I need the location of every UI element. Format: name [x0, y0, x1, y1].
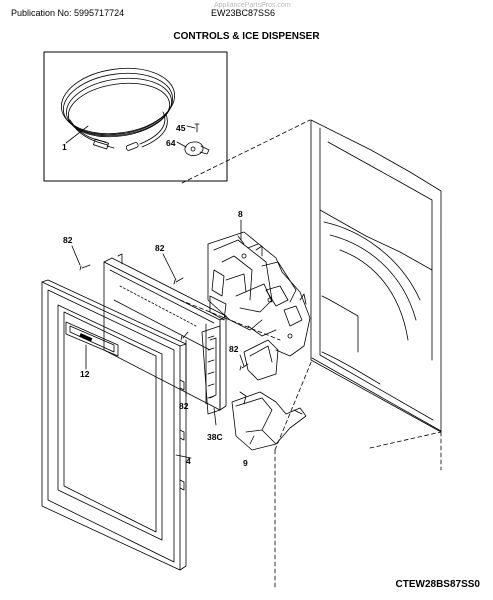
callout-1: 1: [62, 142, 67, 152]
screw-82-a: [79, 264, 91, 271]
tubing-kit-inset: [43, 51, 228, 182]
frame-part-4: [41, 279, 187, 571]
chute-flap: [243, 339, 279, 381]
clip-part-64: [184, 141, 210, 156]
callouts: 1 45 64 8 82 82 82 82 12 4 38C 9: [62, 123, 248, 468]
publication-number: Publication No: 5995717724: [11, 8, 125, 18]
callout-82-lower: 82: [179, 401, 189, 411]
callout-82-left: 82: [63, 235, 73, 245]
callout-8: 8: [238, 209, 243, 219]
callout-64: 64: [166, 138, 176, 148]
callout-45: 45: [176, 123, 186, 133]
badge-part-12: [65, 321, 119, 357]
callout-82-upper: 82: [155, 243, 165, 253]
paddle-part-9: [231, 391, 307, 451]
door-cabinet: [179, 119, 442, 591]
control-housing: [103, 253, 227, 411]
tube-end: [125, 142, 139, 151]
callout-4: 4: [186, 456, 191, 466]
callout-9: 9: [243, 458, 248, 468]
diagram-title: CONTROLS & ICE DISPENSER: [173, 31, 320, 42]
screw-82-b: [173, 277, 184, 285]
screw-part-45: [194, 123, 200, 133]
callout-12: 12: [80, 369, 90, 379]
leader-lines: [71, 219, 255, 459]
screw-82-c: [180, 331, 189, 341]
dispenser-housing-part-8: [207, 231, 311, 357]
control-board-part-38c: [201, 325, 221, 415]
callout-82-right: 82: [229, 344, 239, 354]
water-tube-coil: [60, 67, 176, 148]
model-number: EW23BC87SS6: [211, 8, 276, 18]
watermark: AppliancePartsPros.com: [214, 2, 291, 9]
callout-38c: 38C: [207, 432, 223, 442]
diagram-code: CTEW28BS87SS0: [395, 579, 480, 590]
screw-82-d: [239, 363, 249, 371]
tube-fitting: [93, 138, 115, 150]
